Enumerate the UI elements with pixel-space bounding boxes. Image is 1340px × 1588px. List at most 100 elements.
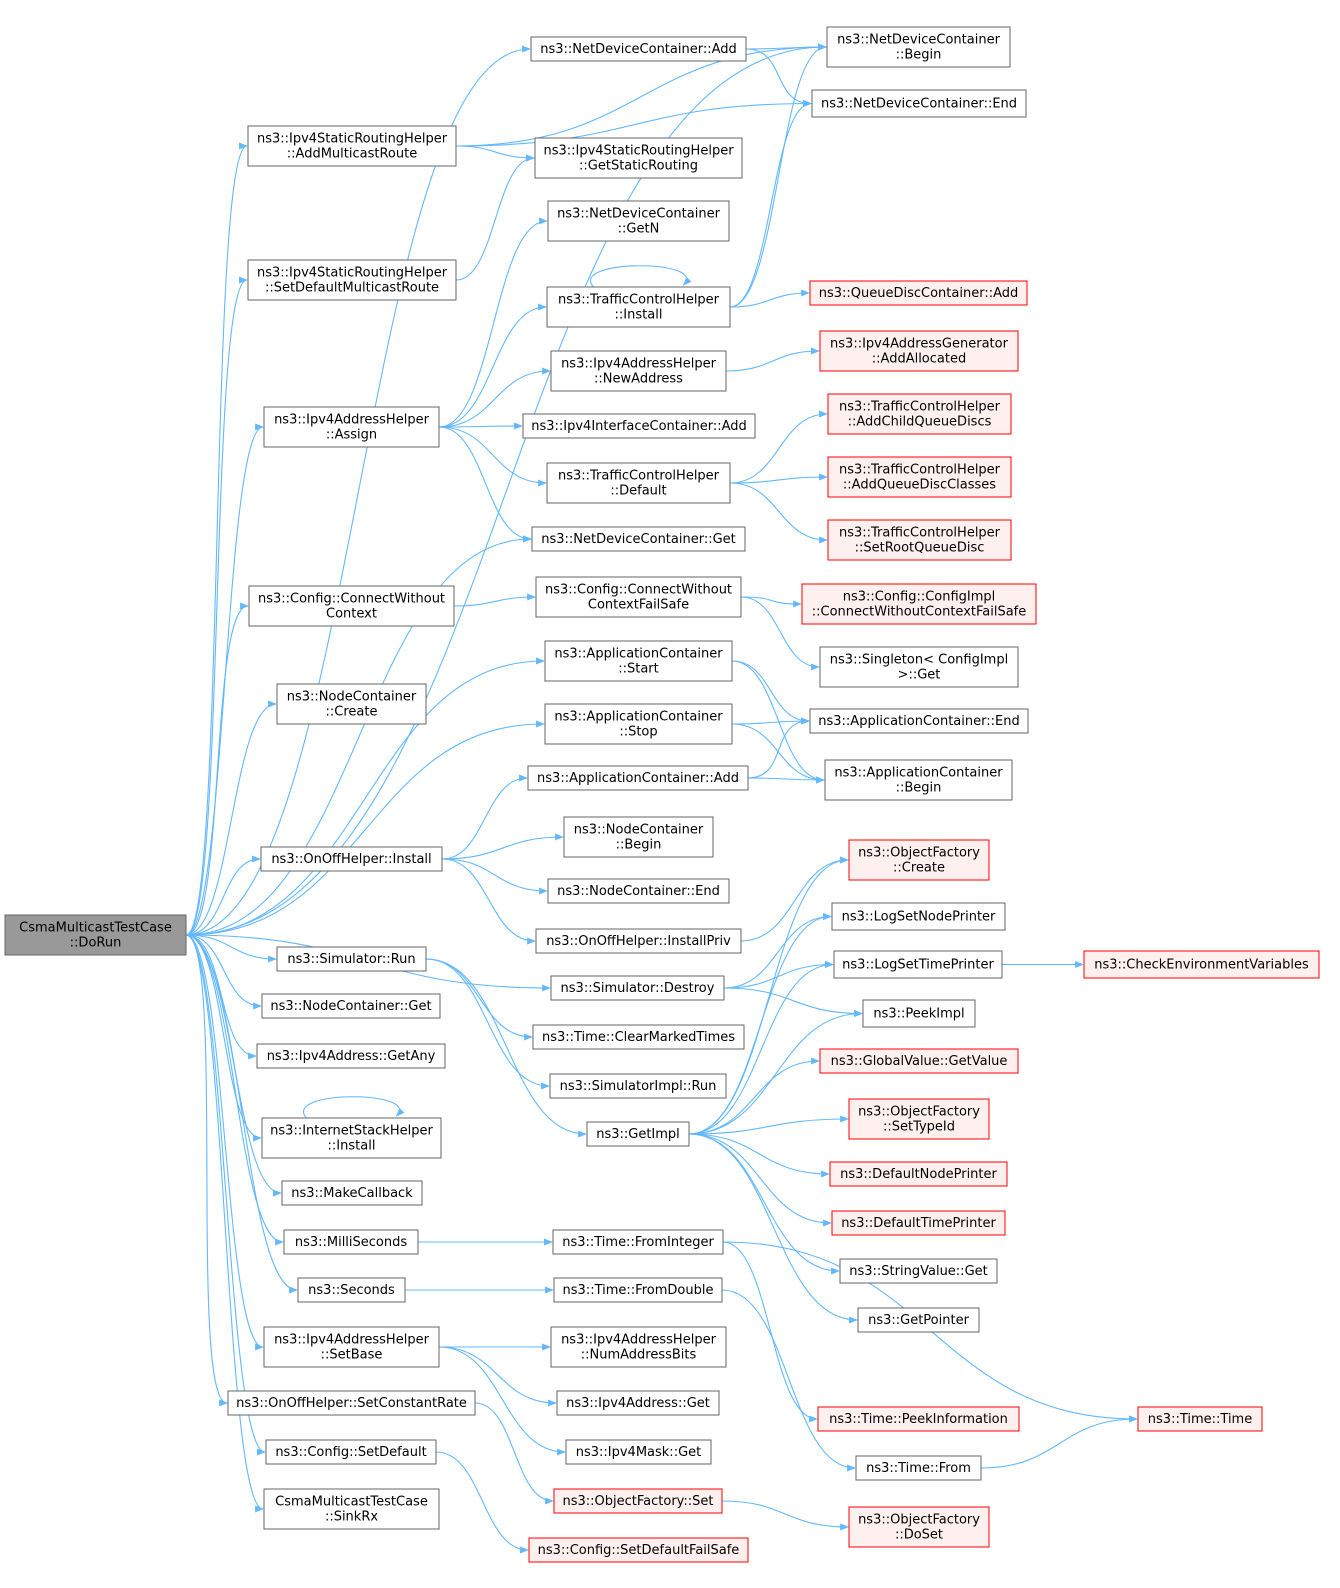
graph-node-ac-add[interactable]: ns3::ApplicationContainer::Add <box>527 765 749 791</box>
graph-node-tch-addchild[interactable]: ns3::TrafficControlHelper::AddChildQueue… <box>827 393 1012 435</box>
node-box[interactable] <box>819 646 1019 688</box>
node-box[interactable] <box>547 200 730 242</box>
node-box[interactable] <box>276 946 427 972</box>
graph-node-ndc-add[interactable]: ns3::NetDeviceContainer::Add <box>530 36 747 62</box>
graph-node-tch-default[interactable]: ns3::TrafficControlHelper::Default <box>546 462 731 504</box>
node-box[interactable] <box>544 640 733 682</box>
node-box[interactable] <box>809 280 1028 306</box>
node-box[interactable] <box>857 1307 980 1333</box>
graph-node-ac-begin[interactable]: ns3::ApplicationContainer::Begin <box>824 759 1013 801</box>
graph-node-peekimpl[interactable]: ns3::PeekImpl <box>862 999 976 1028</box>
node-box[interactable] <box>4 914 187 956</box>
node-box[interactable] <box>532 1024 745 1050</box>
node-box[interactable] <box>528 1537 749 1563</box>
node-box[interactable] <box>546 286 731 328</box>
graph-node-ndc-get[interactable]: ns3::NetDeviceContainer::Get <box>531 526 746 552</box>
graph-node-cfg-cwcfs[interactable]: ns3::Config::ConnectWithoutContextFailSa… <box>535 576 742 618</box>
node-box[interactable] <box>550 1326 727 1368</box>
graph-node-ac-end[interactable]: ns3::ApplicationContainer::End <box>809 708 1029 734</box>
node-box[interactable] <box>831 1210 1006 1236</box>
node-box[interactable] <box>550 350 727 392</box>
graph-node-getpointer[interactable]: ns3::GetPointer <box>857 1307 980 1333</box>
graph-node-ac-start[interactable]: ns3::ApplicationContainer::Start <box>544 640 733 682</box>
graph-node-sim-destroy[interactable]: ns3::Simulator::Destroy <box>550 975 725 1001</box>
node-box[interactable] <box>855 1455 982 1481</box>
node-box[interactable] <box>263 1326 440 1368</box>
node-box[interactable] <box>546 462 731 504</box>
graph-node-makecallback[interactable]: ns3::MakeCallback <box>281 1180 423 1206</box>
graph-node-root[interactable]: CsmaMulticastTestCase::DoRun <box>4 914 187 956</box>
graph-node-ndc-getn[interactable]: ns3::NetDeviceContainer::GetN <box>547 200 730 242</box>
node-box[interactable] <box>261 993 441 1019</box>
node-box[interactable] <box>848 1098 990 1140</box>
graph-node-sv-get[interactable]: ns3::StringValue::Get <box>839 1258 998 1284</box>
node-box[interactable] <box>530 36 747 62</box>
graph-node-ipv4mask-get[interactable]: ns3::Ipv4Mask::Get <box>565 1439 712 1465</box>
graph-node-time-clear[interactable]: ns3::Time::ClearMarkedTimes <box>532 1024 745 1050</box>
node-box[interactable] <box>535 928 742 954</box>
graph-node-ipv4-getany[interactable]: ns3::Ipv4Address::GetAny <box>256 1043 446 1069</box>
graph-node-tch-install[interactable]: ns3::TrafficControlHelper::Install <box>546 286 731 328</box>
graph-node-cfg-cwc[interactable]: ns3::Config::ConnectWithoutContext <box>248 585 455 627</box>
node-box[interactable] <box>247 259 457 301</box>
node-box[interactable] <box>297 1277 406 1303</box>
graph-node-time-fromdouble[interactable]: ns3::Time::FromDouble <box>553 1277 723 1303</box>
graph-node-ndc-begin[interactable]: ns3::NetDeviceContainer::Begin <box>826 26 1011 68</box>
node-box[interactable] <box>281 1180 423 1206</box>
node-box[interactable] <box>549 1073 727 1099</box>
node-box[interactable] <box>1083 950 1320 979</box>
graph-node-iah-setbase[interactable]: ns3::Ipv4AddressHelper::SetBase <box>263 1326 440 1368</box>
graph-node-iah-numbits[interactable]: ns3::Ipv4AddressHelper::NumAddressBits <box>550 1326 727 1368</box>
graph-node-time-peekinfo[interactable]: ns3::Time::PeekInformation <box>817 1406 1020 1432</box>
graph-node-cfg-setdef[interactable]: ns3::Config::SetDefault <box>265 1439 437 1465</box>
node-box[interactable] <box>550 975 725 1001</box>
node-box[interactable] <box>831 902 1006 931</box>
graph-node-nc-begin[interactable]: ns3::NodeContainer::Begin <box>563 816 714 858</box>
node-box[interactable] <box>544 703 733 745</box>
graph-node-cfgimpl-cwcfs[interactable]: ns3::Config::ConfigImpl::ConnectWithoutC… <box>801 583 1037 625</box>
node-box[interactable] <box>1137 1406 1263 1432</box>
node-box[interactable] <box>265 1439 437 1465</box>
graph-node-ipv4s-setdef[interactable]: ns3::Ipv4StaticRoutingHelper::SetDefault… <box>247 259 457 301</box>
node-box[interactable] <box>829 1161 1008 1187</box>
node-box[interactable] <box>553 1277 723 1303</box>
graph-node-ipv4s-addmc[interactable]: ns3::Ipv4StaticRoutingHelper::AddMultica… <box>247 125 457 167</box>
graph-node-nc-get[interactable]: ns3::NodeContainer::Get <box>261 993 441 1019</box>
graph-node-checkenv[interactable]: ns3::CheckEnvironmentVariables <box>1083 950 1320 979</box>
node-box[interactable] <box>809 708 1029 734</box>
graph-node-seconds[interactable]: ns3::Seconds <box>297 1277 406 1303</box>
graph-node-iag-alloc[interactable]: ns3::Ipv4AddressGenerator::AddAllocated <box>819 330 1019 372</box>
graph-node-iic-add[interactable]: ns3::Ipv4InterfaceContainer::Add <box>522 413 756 439</box>
node-box[interactable] <box>586 1121 690 1147</box>
graph-node-getimpl[interactable]: ns3::GetImpl <box>586 1121 690 1147</box>
node-box[interactable] <box>531 526 746 552</box>
node-box[interactable] <box>263 406 440 448</box>
node-box[interactable] <box>256 1043 446 1069</box>
graph-node-ooh-installpriv[interactable]: ns3::OnOffHelper::InstallPriv <box>535 928 742 954</box>
graph-node-ooh-setrate[interactable]: ns3::OnOffHelper::SetConstantRate <box>227 1390 476 1416</box>
graph-node-ipv4s-getsr[interactable]: ns3::Ipv4StaticRoutingHelper::GetStaticR… <box>534 137 743 179</box>
node-box[interactable] <box>553 1488 723 1514</box>
graph-node-cmtc-sinkrx[interactable]: CsmaMulticastTestCase::SinkRx <box>263 1488 440 1530</box>
node-box[interactable] <box>547 878 730 904</box>
graph-node-iah-assign[interactable]: ns3::Ipv4AddressHelper::Assign <box>263 406 440 448</box>
node-box[interactable] <box>817 1406 1020 1432</box>
node-box[interactable] <box>552 1229 724 1255</box>
node-box[interactable] <box>248 585 455 627</box>
graph-node-nc-end[interactable]: ns3::NodeContainer::End <box>547 878 730 904</box>
node-box[interactable] <box>833 950 1003 979</box>
graph-node-ooh-install[interactable]: ns3::OnOffHelper::Install <box>260 846 443 872</box>
node-box[interactable] <box>827 456 1012 498</box>
graph-node-log-setnode[interactable]: ns3::LogSetNodePrinter <box>831 902 1006 931</box>
graph-node-of-settypeid[interactable]: ns3::ObjectFactory::SetTypeId <box>848 1098 990 1140</box>
node-box[interactable] <box>227 1390 476 1416</box>
node-box[interactable] <box>527 765 749 791</box>
graph-node-time-time[interactable]: ns3::Time::Time <box>1137 1406 1263 1432</box>
node-box[interactable] <box>827 519 1012 561</box>
graph-node-millis[interactable]: ns3::MilliSeconds <box>283 1229 419 1255</box>
graph-node-of-set[interactable]: ns3::ObjectFactory::Set <box>553 1488 723 1514</box>
node-box[interactable] <box>522 413 756 439</box>
graph-node-ac-stop[interactable]: ns3::ApplicationContainer::Stop <box>544 703 733 745</box>
graph-node-ish-install[interactable]: ns3::InternetStackHelper::Install <box>261 1117 442 1159</box>
graph-node-ipv4-get[interactable]: ns3::Ipv4Address::Get <box>556 1390 720 1416</box>
